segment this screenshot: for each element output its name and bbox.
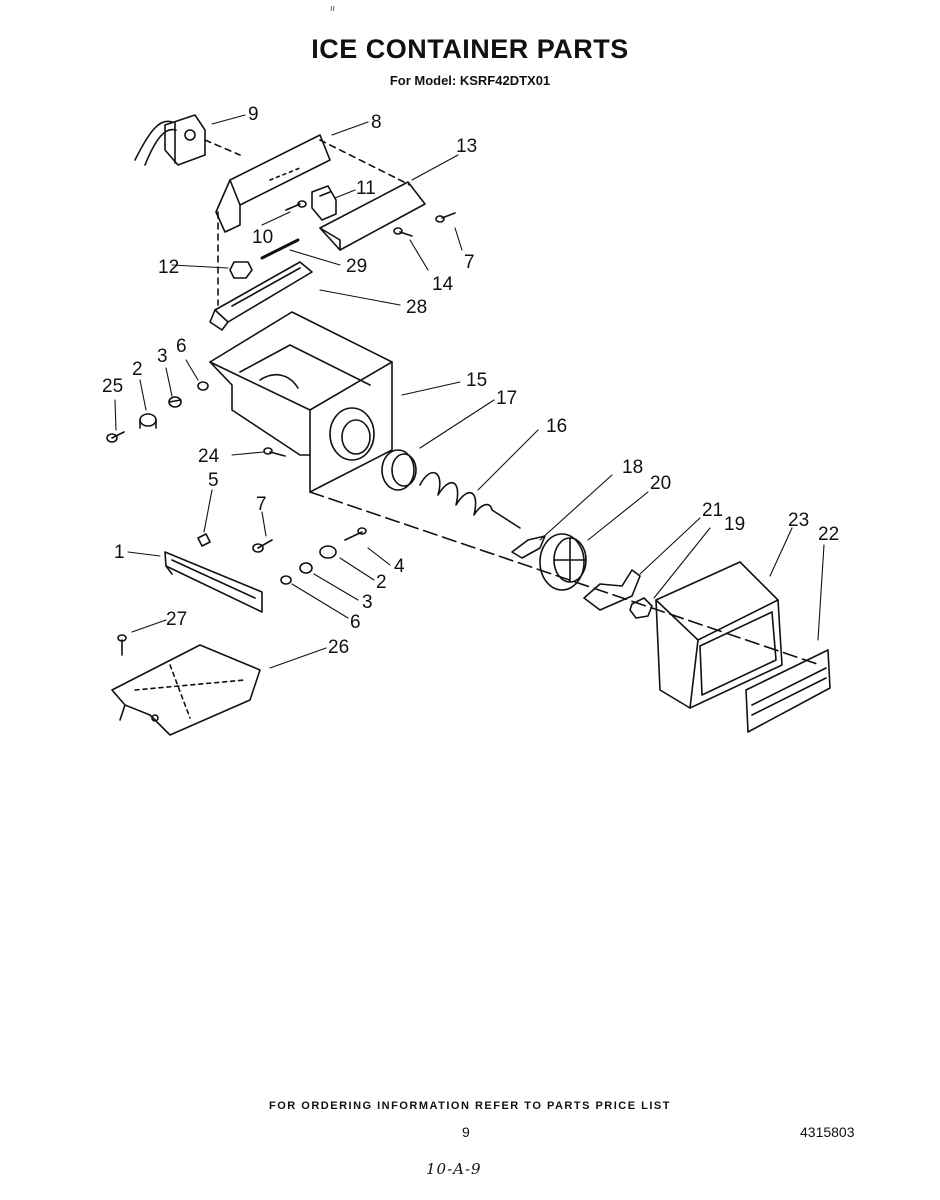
callout-10: 10 — [252, 227, 273, 248]
cover-bracket-part — [319, 181, 426, 251]
lever-part-21 — [583, 569, 641, 611]
nut-part-19 — [629, 597, 653, 619]
callout-4: 4 — [394, 556, 405, 577]
screw-part-4 — [344, 527, 367, 541]
callout-5: 5 — [208, 470, 219, 491]
bushing-part-3-left — [168, 396, 182, 408]
callout-3-right: 3 — [362, 592, 373, 613]
callout-6-left: 6 — [176, 336, 187, 357]
washer-part-6-right — [280, 575, 292, 585]
clip-part-5 — [197, 533, 211, 547]
motor-part — [134, 114, 241, 166]
spacer-part-2-left — [139, 413, 157, 429]
screw-part-7-top — [435, 212, 456, 223]
callout-28: 28 — [406, 297, 427, 318]
callout-3-left: 3 — [157, 346, 168, 367]
mounting-plate-part — [215, 134, 411, 306]
callout-2-left: 2 — [132, 359, 143, 380]
callout-20: 20 — [650, 473, 671, 494]
callout-1: 1 — [114, 542, 125, 563]
screw-part-27 — [117, 634, 127, 656]
screw-part-24 — [263, 447, 286, 457]
callout-16: 16 — [546, 416, 567, 437]
callout-23: 23 — [788, 510, 809, 531]
front-panel-part — [745, 649, 831, 733]
callout-2-right: 2 — [376, 572, 387, 593]
ordering-note: FOR ORDERING INFORMATION REFER TO PARTS … — [269, 1100, 671, 1112]
nut-part-12 — [229, 261, 253, 279]
callout-17: 17 — [496, 388, 517, 409]
rod-part-29 — [260, 238, 300, 260]
callout-19: 19 — [724, 514, 745, 535]
bushing-part-3-right — [299, 562, 313, 574]
callout-8: 8 — [371, 112, 382, 133]
handwritten-note: 10-A-9 — [426, 1160, 482, 1178]
screw-part-25 — [106, 431, 125, 443]
gear-part-17 — [381, 449, 417, 491]
callout-22: 22 — [818, 524, 839, 545]
callout-9: 9 — [248, 104, 259, 125]
bottom-cover-part — [111, 644, 261, 736]
top-mark: ıı — [330, 3, 336, 13]
lower-rail-part — [164, 551, 263, 613]
callout-6-right: 6 — [350, 612, 361, 633]
callout-labels: 9 8 13 11 10 7 14 12 29 28 6 3 2 25 15 1… — [102, 104, 839, 658]
callout-18: 18 — [622, 457, 643, 478]
callout-14: 14 — [432, 274, 454, 295]
callout-7-lower: 7 — [256, 494, 267, 515]
slide-rail-part — [209, 261, 313, 331]
model-subtitle: For Model: KSRF42DTX01 — [389, 73, 551, 88]
callout-29: 29 — [346, 256, 367, 277]
leader-lines — [114, 114, 825, 669]
callout-27: 27 — [166, 609, 187, 630]
spacer-part-2-right — [319, 545, 337, 559]
callout-11: 11 — [356, 178, 376, 199]
cam-part-18 — [511, 535, 546, 559]
callout-24: 24 — [198, 446, 220, 467]
ice-bucket-part — [655, 561, 783, 709]
bracket-part — [311, 185, 337, 221]
container-housing-part — [209, 311, 821, 666]
callout-21: 21 — [702, 500, 723, 521]
callout-15: 15 — [466, 370, 487, 391]
callout-12: 12 — [158, 257, 179, 278]
screw-part-10 — [285, 200, 307, 211]
page-title: ICE CONTAINER PARTS — [311, 34, 629, 64]
wheel-part-20 — [539, 533, 587, 591]
spring-part-16 — [419, 471, 521, 529]
screw-part-7-lower — [252, 539, 273, 553]
document-number: 4315803 — [800, 1124, 855, 1140]
callout-25: 25 — [102, 376, 123, 397]
page-number: 9 — [462, 1124, 470, 1140]
callout-7-top: 7 — [464, 252, 475, 273]
screw-part-14 — [393, 227, 413, 237]
callout-26: 26 — [328, 637, 349, 658]
callout-13: 13 — [456, 136, 477, 157]
washer-part-6-left — [197, 381, 209, 391]
